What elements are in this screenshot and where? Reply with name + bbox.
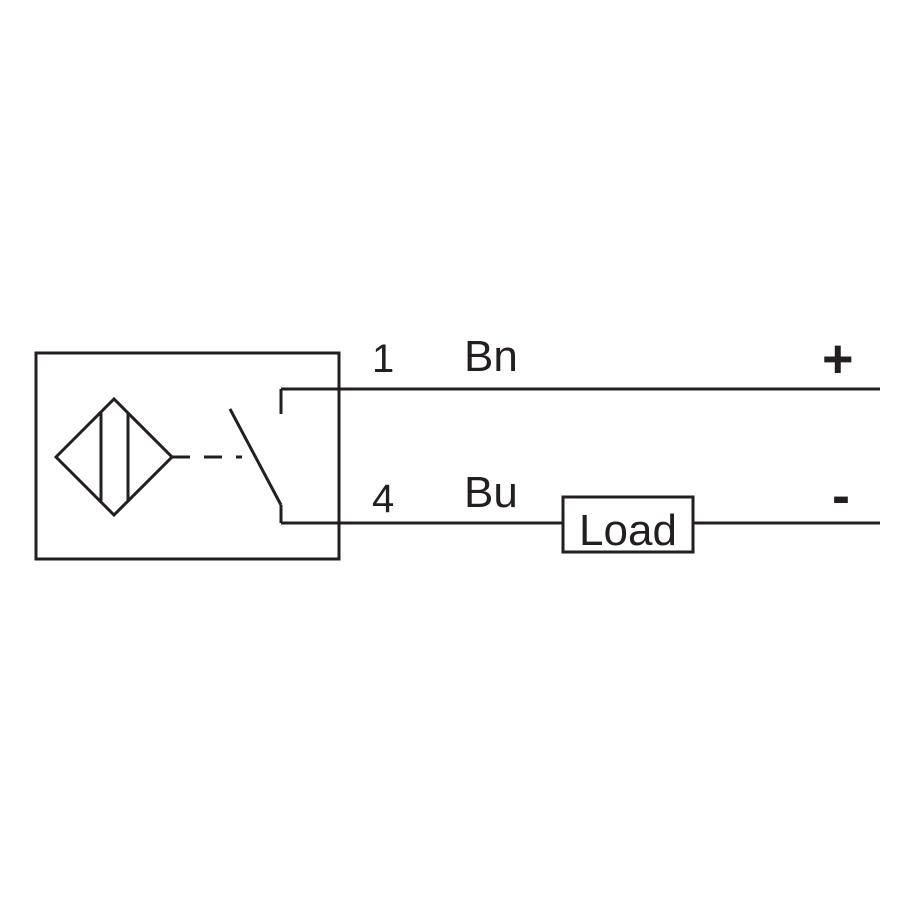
polarity-negative: - [832, 466, 850, 526]
sensor-housing [34, 351, 341, 561]
sensor-symbol-icon [53, 396, 175, 518]
diamond-icon [53, 396, 175, 518]
polarity-positive: + [822, 329, 854, 389]
wire-color-top: Bn [464, 332, 518, 381]
switch-blade [228, 408, 283, 506]
switch-icon [228, 389, 283, 523]
wire-color-bottom: Bu [464, 468, 518, 517]
pin-number-bottom: 4 [372, 477, 394, 521]
pin-number-top: 1 [372, 337, 394, 381]
load-label: Load [579, 506, 677, 555]
